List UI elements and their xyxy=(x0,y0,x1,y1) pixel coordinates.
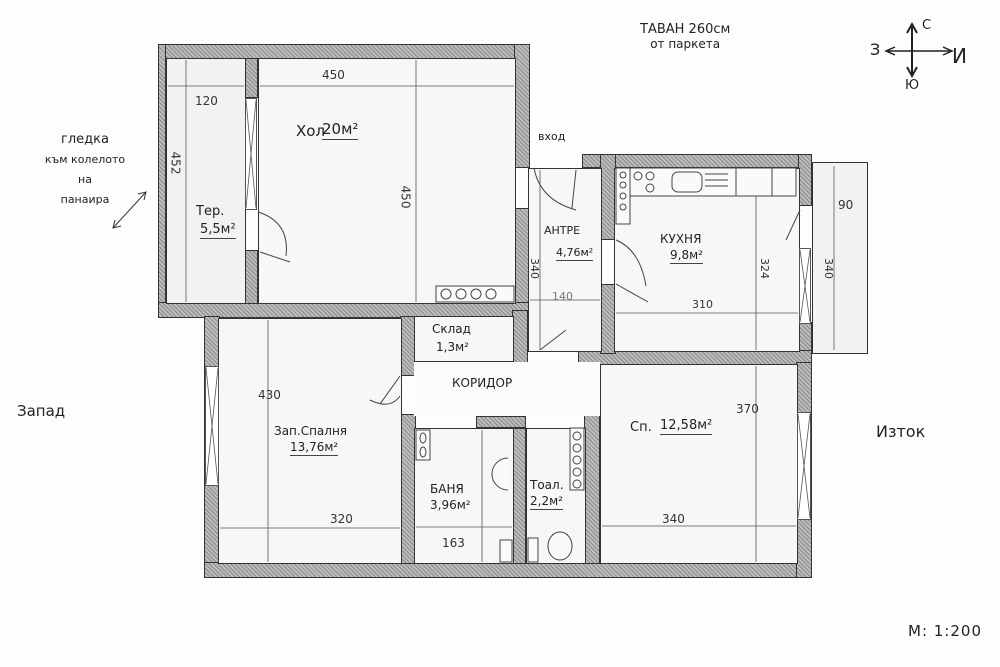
window-terrace-living xyxy=(245,98,257,210)
wall-bottom xyxy=(204,562,812,578)
bathroom-area: 3,96м² xyxy=(430,498,471,512)
room-bedroom xyxy=(600,364,798,564)
compass-south: Ю xyxy=(905,78,920,93)
wall-bath-toilet xyxy=(512,428,526,564)
hall-length-dim: 340 xyxy=(528,258,541,279)
wall-kitchen-right xyxy=(798,154,812,206)
room-living xyxy=(258,58,516,304)
wall-top-left xyxy=(158,44,530,59)
room-corridor xyxy=(414,362,600,416)
wall-living-bottom xyxy=(158,302,530,318)
balcony-length-dim: 340 xyxy=(822,258,835,279)
wall-kitchen-top xyxy=(582,154,812,168)
hall-width-dim: 140 xyxy=(552,290,573,303)
bathroom-width-dim: 163 xyxy=(442,536,465,550)
terrace-area: 5,5м² xyxy=(200,222,236,239)
room-bathroom xyxy=(414,428,514,564)
bathroom-name: БАНЯ xyxy=(430,482,464,496)
room-guest-bedroom xyxy=(218,318,402,564)
room-balcony xyxy=(812,162,868,354)
view-note-line-2: към колелото xyxy=(44,153,126,166)
compass-arrows-icon xyxy=(884,21,954,79)
guest-bedroom-width-dim: 320 xyxy=(330,512,353,526)
kitchen-name: КУХНЯ xyxy=(660,232,702,246)
wall-bath-top xyxy=(476,416,526,428)
wall-terrace-living xyxy=(244,58,258,98)
wall-storage-right xyxy=(512,310,528,364)
hall-name: АНТРЕ xyxy=(544,224,581,237)
view-note-line-4: панаира xyxy=(60,193,110,206)
entrance-label: вход xyxy=(538,130,566,143)
compass-west: З xyxy=(870,40,881,59)
compass-north: С xyxy=(922,18,932,33)
storage-name: Склад xyxy=(432,322,471,336)
living-length-dim: 450 xyxy=(398,185,413,209)
hall-area: 4,76м² xyxy=(556,246,594,261)
bedroom-name: Сп. xyxy=(630,420,652,435)
balcony-width-dim: 90 xyxy=(838,198,854,212)
terrace-width-dim: 120 xyxy=(195,94,218,108)
ceiling-line-1: ТАВАН 260см xyxy=(640,22,731,37)
kitchen-width-dim: 310 xyxy=(692,298,713,311)
living-width-dim: 450 xyxy=(322,68,345,82)
wall-guest-bath xyxy=(400,414,416,564)
view-note: гледка към колелото на панаира xyxy=(30,130,140,210)
ceiling-height-note: ТАВАН 260см от паркета xyxy=(640,22,730,51)
wall-toilet-bedroom xyxy=(584,414,600,564)
kitchen-length-dim: 324 xyxy=(758,258,771,279)
toilet-area: 2,2м² xyxy=(530,494,563,510)
bedroom-width-dim: 340 xyxy=(662,512,685,526)
window-bedroom xyxy=(797,412,811,520)
wall-right-living xyxy=(514,44,530,168)
bedroom-length-dim: 370 xyxy=(736,402,759,416)
guest-bedroom-area: 13,76м² xyxy=(290,440,339,456)
scale-label: М: 1:200 xyxy=(908,622,982,640)
view-note-line-1: гледка xyxy=(61,132,109,147)
kitchen-area: 9,8м² xyxy=(670,248,703,264)
bedroom-area: 12,58м² xyxy=(660,418,713,435)
living-area: 20м² xyxy=(322,120,359,140)
view-note-line-3: на xyxy=(78,173,92,186)
wall-kitchen-bottom xyxy=(578,350,812,366)
room-kitchen xyxy=(614,168,800,352)
corridor-name: КОРИДОР xyxy=(452,376,513,390)
ceiling-line-2: от паркета xyxy=(650,37,721,51)
storage-area: 1,3м² xyxy=(436,340,469,354)
east-label: Изток xyxy=(876,422,926,441)
room-terrace xyxy=(166,58,246,304)
terrace-name: Тер. xyxy=(196,204,225,219)
wall-left-terrace xyxy=(158,44,166,316)
compass: С Ю З И xyxy=(870,18,980,98)
west-label: Запад xyxy=(17,402,66,420)
terrace-length-dim: 452 xyxy=(168,151,183,175)
toilet-name: Тоал. xyxy=(530,478,564,492)
room-storage xyxy=(414,316,514,362)
guest-bedroom-length-dim: 430 xyxy=(258,388,281,402)
compass-east: И xyxy=(952,44,967,68)
wall-terrace-living-lower xyxy=(244,250,258,304)
guest-bedroom-name: Зап.Спалня xyxy=(274,424,348,438)
window-kitchen xyxy=(799,248,811,324)
window-guest-bedroom xyxy=(205,366,219,486)
living-name: Хол xyxy=(296,122,326,140)
